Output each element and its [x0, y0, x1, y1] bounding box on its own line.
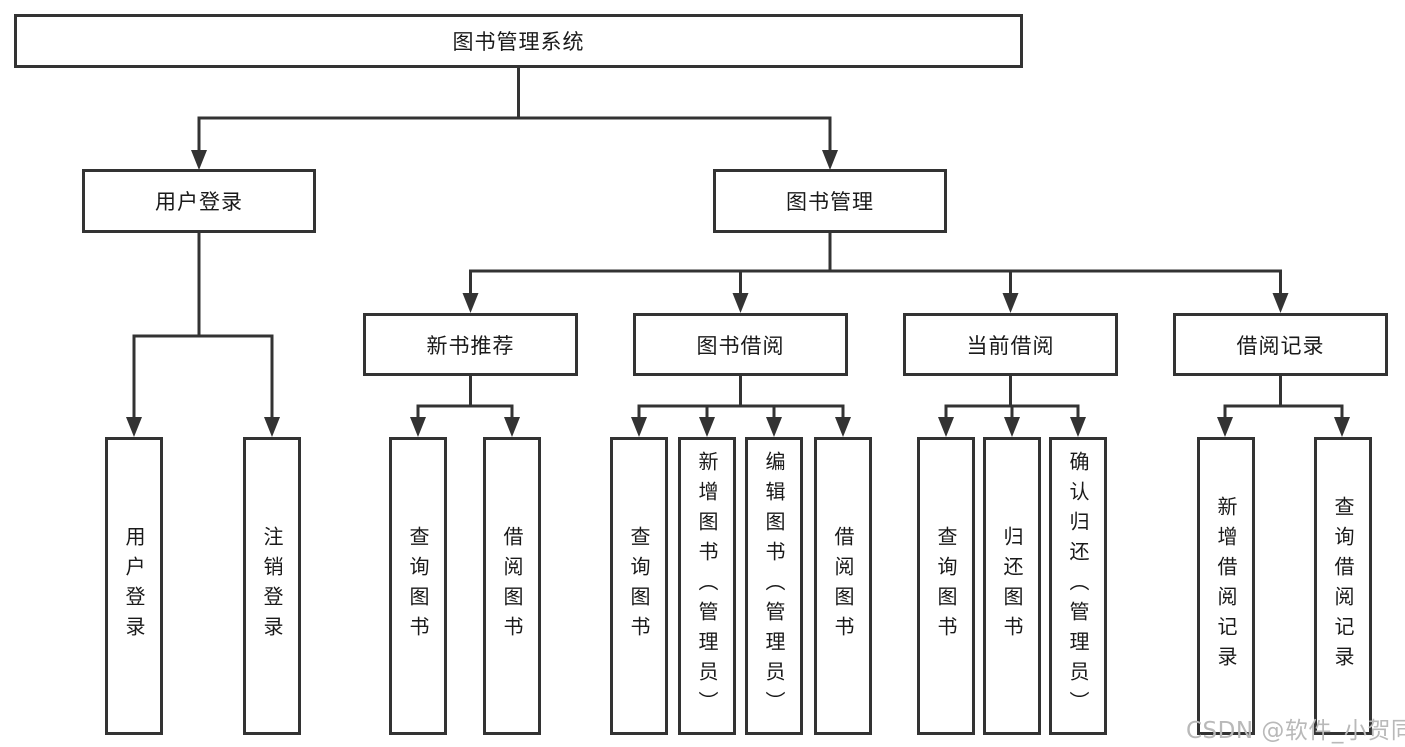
arrowheads: [126, 150, 1350, 437]
node-label: 用户登录: [155, 190, 243, 214]
leaf-current-confirm-return-admin: 确认归还（管理员）: [1049, 437, 1107, 735]
leaf-label: 借阅图书: [831, 526, 855, 646]
leaf-borrow-borrow-book: 借阅图书: [814, 437, 872, 735]
leaf-newbook-query-book: 查询图书: [389, 437, 447, 735]
leaf-newbook-borrow-book: 借阅图书: [483, 437, 541, 735]
leaf-label: 编辑图书（管理员）: [762, 451, 786, 721]
node-label: 新书推荐: [426, 333, 515, 358]
leaf-label: 注销登录: [260, 526, 284, 646]
leaf-borrow-add-book-admin: 新增图书（管理员）: [678, 437, 736, 735]
node-label: 借阅记录: [1236, 333, 1325, 358]
leaf-logout-login: 注销登录: [243, 437, 301, 735]
leaf-label: 新增图书（管理员）: [695, 451, 719, 721]
leaf-label: 查询借阅记录: [1331, 496, 1355, 676]
leaf-label: 归还图书: [1000, 526, 1024, 646]
leaf-current-query-book: 查询图书: [917, 437, 975, 735]
leaf-borrow-edit-book-admin: 编辑图书（管理员）: [745, 437, 803, 735]
node-user-login: 用户登录: [82, 169, 316, 233]
leaf-borrow-query-book: 查询图书: [610, 437, 668, 735]
node-label: 图书管理系统: [452, 30, 585, 54]
node-root-library-system: 图书管理系统: [14, 14, 1023, 68]
leaf-records-query-borrow-record: 查询借阅记录: [1314, 437, 1372, 735]
leaf-label: 借阅图书: [500, 526, 524, 646]
leaf-user-login: 用户登录: [105, 437, 163, 735]
leaf-label: 查询图书: [934, 526, 958, 646]
node-label: 图书借阅: [696, 333, 785, 358]
node-label: 图书管理: [786, 190, 874, 214]
node-new-book-recommend: 新书推荐: [363, 313, 578, 376]
leaf-label: 查询图书: [627, 526, 651, 646]
node-book-borrow: 图书借阅: [633, 313, 848, 376]
node-book-management: 图书管理: [713, 169, 947, 233]
node-label: 当前借阅: [966, 333, 1055, 358]
node-borrow-records: 借阅记录: [1173, 313, 1388, 376]
leaf-current-return-book: 归还图书: [983, 437, 1041, 735]
leaf-records-add-borrow-record: 新增借阅记录: [1197, 437, 1255, 735]
csdn-watermark: CSDN @软件_小贺同学: [1186, 718, 1405, 744]
leaf-label: 确认归还（管理员）: [1066, 451, 1090, 721]
node-current-borrow: 当前借阅: [903, 313, 1118, 376]
leaf-label: 用户登录: [122, 526, 146, 646]
leaf-label: 查询图书: [406, 526, 430, 646]
leaf-label: 新增借阅记录: [1214, 496, 1238, 676]
